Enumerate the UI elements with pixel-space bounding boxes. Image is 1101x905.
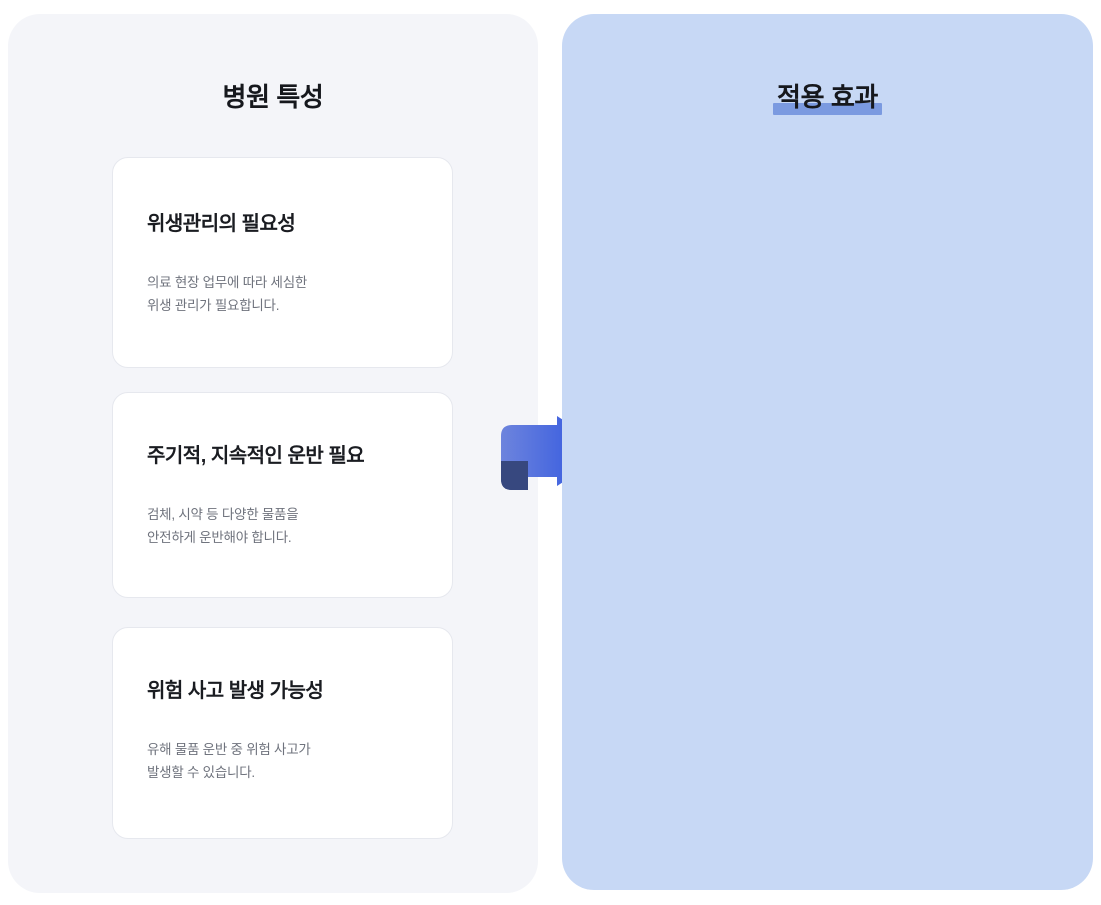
left-card-2[interactable]: 주기적, 지속적인 운반 필요 검체, 시약 등 다양한 물품을 안전하게 운반…: [112, 392, 453, 598]
left-card-2-title: 주기적, 지속적인 운반 필요: [147, 445, 365, 467]
right-panel-heading-text: 적용 효과: [773, 82, 882, 116]
left-card-1-title: 위생관리의 필요성: [147, 213, 296, 235]
left-panel: 병원 특성 위생관리의 필요성 의료 현장 업무에 따라 세심한 위생 관리가 …: [8, 14, 538, 893]
left-card-3-body: 유해 물품 운반 중 위험 사고가 발생할 수 있습니다.: [147, 742, 311, 781]
left-card-1-body: 의료 현장 업무에 따라 세심한 위생 관리가 필요합니다.: [147, 275, 308, 314]
left-card-3-title: 위험 사고 발생 가능성: [147, 680, 324, 702]
left-card-2-body: 검체, 시약 등 다양한 물품을 안전하게 운반해야 합니다.: [147, 507, 299, 546]
left-card-1[interactable]: 위생관리의 필요성 의료 현장 업무에 따라 세심한 위생 관리가 필요합니다.: [112, 157, 453, 368]
left-panel-heading-text: 병원 특성: [222, 82, 324, 112]
right-panel-heading: 적용 효과: [562, 82, 1093, 116]
left-card-3[interactable]: 위험 사고 발생 가능성 유해 물품 운반 중 위험 사고가 발생할 수 있습니…: [112, 627, 453, 839]
left-panel-heading: 병원 특성: [8, 82, 538, 113]
right-panel: 적용 효과 업무 효율성 제고 직원들의 동선과 업무 시간을 최적화할 수 있…: [562, 14, 1093, 890]
